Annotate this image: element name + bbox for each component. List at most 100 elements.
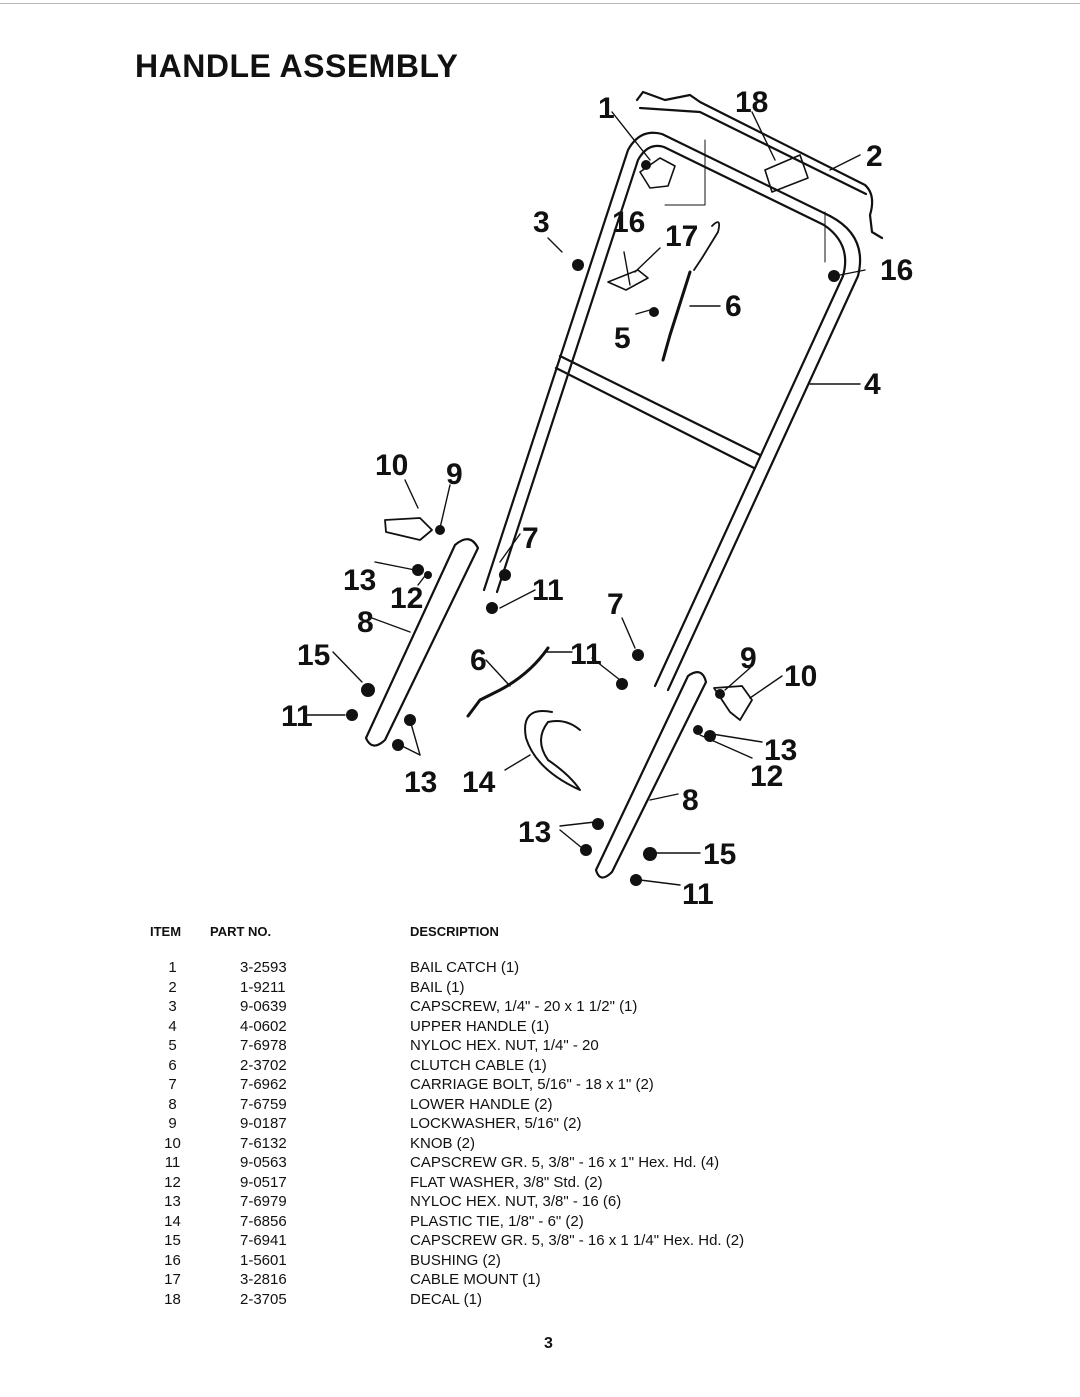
callout-6a: 6 bbox=[725, 290, 742, 323]
lockwasher-right bbox=[715, 689, 725, 699]
description-cell: UPPER HANDLE (1) bbox=[410, 1017, 550, 1035]
description-cell: CAPSCREW GR. 5, 3/8" - 16 x 1" Hex. Hd. … bbox=[410, 1154, 720, 1171]
item-cell: 18 bbox=[164, 1290, 181, 1308]
capscrew-left-a bbox=[486, 602, 498, 614]
item-cell: 15 bbox=[164, 1232, 181, 1249]
description-cell: CABLE MOUNT (1) bbox=[410, 1271, 541, 1288]
parts-table-header: ITEM PART NO. DESCRIPTION bbox=[150, 922, 1030, 958]
knob-right bbox=[713, 685, 753, 721]
cross-bar bbox=[558, 354, 762, 457]
part-no-cell: 7-6978 bbox=[240, 1037, 287, 1054]
callout-13a: 13 bbox=[343, 564, 376, 597]
callout-8b: 8 bbox=[682, 784, 699, 817]
item-cell: 4 bbox=[168, 1017, 177, 1035]
part-no-cell: 7-6962 bbox=[240, 1076, 287, 1093]
header-part-no: PART NO. bbox=[210, 924, 272, 939]
washer-left bbox=[424, 571, 432, 579]
table-row: 3 9-0639 CAPSCREW, 1/4" - 20 x 1 1/2" (1) bbox=[150, 997, 1030, 1017]
capscrew-right-a bbox=[616, 678, 628, 690]
part-no-cell: 1-9211 bbox=[240, 978, 286, 996]
item-cell: 17 bbox=[164, 1271, 181, 1288]
part-no-cell: 2-3702 bbox=[240, 1056, 287, 1074]
nut-right-a bbox=[704, 730, 716, 742]
callout-11b: 11 bbox=[570, 638, 602, 671]
part-no-cell: 9-0639 bbox=[240, 998, 287, 1015]
cross-bar-inner bbox=[554, 366, 756, 470]
callout-18: 18 bbox=[735, 86, 768, 119]
callout-16a: 16 bbox=[612, 206, 645, 239]
description-cell: KNOB (2) bbox=[410, 1134, 476, 1152]
part-no-cell: 3-2593 bbox=[240, 959, 287, 976]
item-cell: 13 bbox=[164, 1193, 181, 1210]
item-cell: 3 bbox=[168, 998, 177, 1015]
description-cell: NYLOC HEX. NUT, 1/4" - 20 bbox=[410, 1037, 599, 1054]
header-description: DESCRIPTION bbox=[410, 924, 499, 939]
part-no-cell: 9-0187 bbox=[240, 1115, 287, 1132]
part-no-cell: 1-5601 bbox=[240, 1251, 287, 1269]
nut-left-b bbox=[404, 714, 416, 726]
description-cell: NYLOC HEX. NUT, 3/8" - 16 (6) bbox=[410, 1193, 622, 1210]
clutch-cable-lower bbox=[466, 646, 550, 718]
item-cell: 5 bbox=[168, 1037, 177, 1054]
table-row: 4 4-0602 UPPER HANDLE (1) bbox=[150, 1017, 1030, 1037]
part-no-cell: 9-0563 bbox=[240, 1154, 287, 1171]
part-no-cell: 4-0602 bbox=[240, 1017, 287, 1035]
capscrew-right-b bbox=[643, 847, 657, 861]
callout-9a: 9 bbox=[446, 458, 463, 491]
part-no-cell: 2-3705 bbox=[240, 1290, 287, 1308]
callout-5: 5 bbox=[614, 322, 631, 355]
callout-11a: 11 bbox=[532, 574, 564, 607]
table-row: 5 7-6978 NYLOC HEX. NUT, 1/4" - 20 bbox=[150, 1036, 1030, 1056]
description-cell: LOCKWASHER, 5/16" (2) bbox=[410, 1115, 582, 1132]
item-cell: 7 bbox=[168, 1076, 177, 1093]
page-title: HANDLE ASSEMBLY bbox=[135, 48, 459, 84]
callout-13c: 13 bbox=[404, 766, 437, 799]
upper-handle-right-leg-inner bbox=[653, 223, 847, 688]
callout-15b: 15 bbox=[703, 838, 736, 871]
capscrew-right-c bbox=[630, 874, 642, 886]
item-cell: 16 bbox=[164, 1251, 181, 1269]
decal bbox=[764, 154, 809, 193]
capscrew-left-b bbox=[361, 683, 375, 697]
nut-left-a bbox=[412, 564, 424, 576]
description-cell: LOWER HANDLE (2) bbox=[410, 1095, 553, 1113]
nut-left-c bbox=[392, 739, 404, 751]
callout-13d: 13 bbox=[518, 816, 551, 849]
callout-7b: 7 bbox=[607, 588, 624, 621]
table-row: 17 3-2816 CABLE MOUNT (1) bbox=[150, 1270, 1030, 1290]
description-cell: CAPSCREW, 1/4" - 20 x 1 1/2" (1) bbox=[410, 998, 638, 1015]
page-number: 3 bbox=[544, 1335, 553, 1352]
callout-8a: 8 bbox=[357, 606, 374, 639]
callout-2: 2 bbox=[866, 140, 883, 173]
carriage-bolt-left bbox=[499, 569, 511, 581]
callout-17: 17 bbox=[665, 220, 698, 253]
lower-handle-right bbox=[594, 671, 708, 879]
item-cell: 1 bbox=[168, 959, 177, 976]
item-cell: 6 bbox=[168, 1056, 177, 1074]
callout-16b: 16 bbox=[880, 254, 913, 287]
part-no-cell: 7-6132 bbox=[240, 1134, 287, 1152]
capscrew-upper bbox=[572, 259, 584, 271]
description-cell: PLASTIC TIE, 1/8" - 6" (2) bbox=[410, 1212, 584, 1230]
table-row: 1 3-2593 BAIL CATCH (1) bbox=[150, 958, 1030, 978]
callout-1: 1 bbox=[598, 92, 615, 125]
plastic-tie bbox=[524, 710, 581, 791]
nut-right-c bbox=[580, 844, 592, 856]
bushing-top bbox=[641, 160, 651, 170]
callout-13b: 13 bbox=[764, 734, 797, 767]
callout-14: 14 bbox=[462, 766, 496, 799]
description-cell: BAIL (1) bbox=[410, 978, 465, 996]
part-no-cell: 3-2816 bbox=[240, 1271, 287, 1288]
callout-4: 4 bbox=[864, 368, 881, 401]
description-cell: BAIL CATCH (1) bbox=[410, 959, 520, 976]
description-cell: CLUTCH CABLE (1) bbox=[410, 1056, 547, 1074]
